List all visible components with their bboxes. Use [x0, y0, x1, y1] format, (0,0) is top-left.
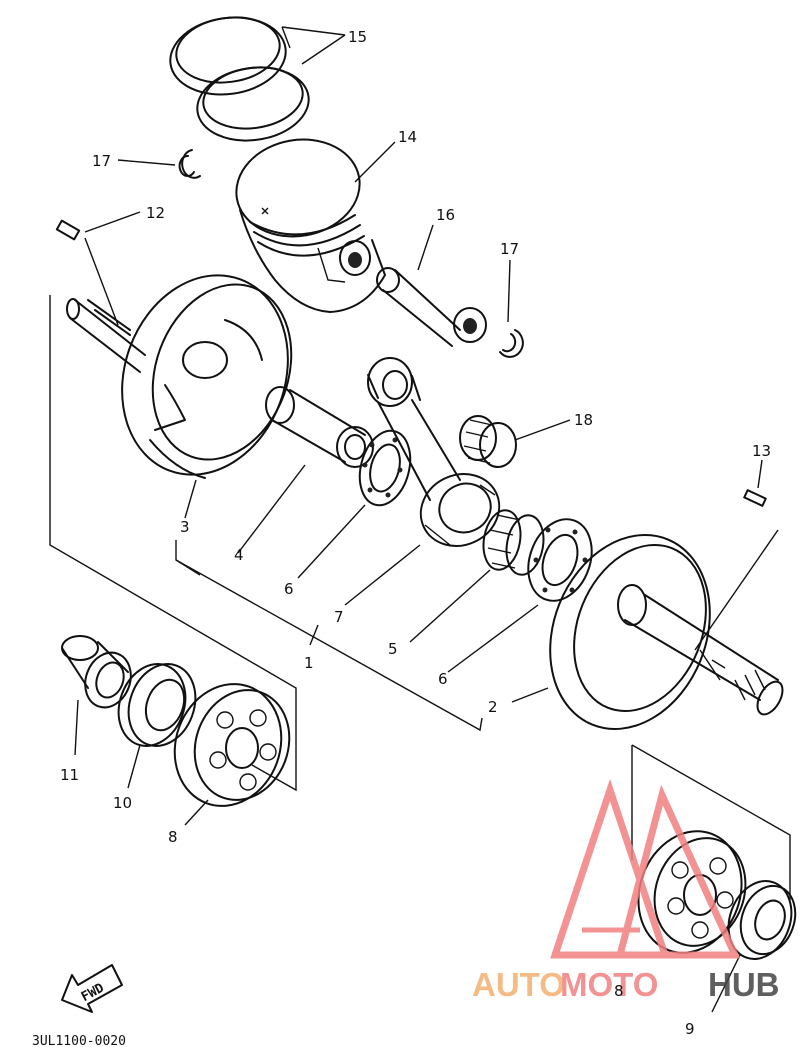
label-13: 13	[752, 442, 771, 460]
circlip-right	[499, 329, 524, 358]
crank-left	[66, 274, 293, 479]
fwd-arrow: FWD	[61, 964, 123, 1013]
diagram-code: 3UL1100-0020	[32, 1034, 126, 1047]
piston	[235, 138, 386, 313]
connecting-rod	[367, 357, 501, 547]
washer-upper	[358, 429, 412, 507]
label-15: 15	[348, 28, 367, 46]
label-9: 9	[685, 1020, 695, 1038]
piston-pin	[376, 267, 487, 347]
small-end-bearing	[459, 415, 517, 468]
label-3: 3	[180, 518, 190, 536]
part-labels: 15 17 14 12 16 17 18 13 3 4 6 7 5 1 6 2 …	[60, 28, 771, 1038]
oil-seal-right	[727, 880, 797, 960]
label-6b: 6	[438, 670, 448, 688]
watermark-logo: AUTO MOTO HUB	[472, 778, 780, 1003]
oil-seal	[117, 663, 197, 747]
bushing-lower	[61, 635, 132, 709]
watermark-text-hub: HUB	[708, 966, 780, 1003]
label-6a: 6	[284, 580, 294, 598]
watermark-text-moto: MOTO	[560, 966, 658, 1003]
key-right	[743, 489, 767, 507]
label-17a: 17	[92, 152, 111, 170]
label-14: 14	[398, 128, 417, 146]
key-left	[55, 219, 81, 241]
label-11: 11	[60, 766, 79, 784]
bearing-left	[173, 683, 291, 807]
watermark-text-auto: AUTO	[472, 966, 565, 1003]
big-end-bearing	[482, 509, 545, 576]
crank-right	[549, 534, 784, 730]
label-18: 18	[574, 411, 593, 429]
washer-lower	[527, 518, 593, 602]
leader-lines	[49, 26, 791, 1013]
label-8b: 8	[614, 982, 624, 1000]
label-7: 7	[334, 608, 344, 626]
label-4: 4	[234, 546, 244, 564]
label-17b: 17	[500, 240, 519, 258]
piston-rings	[169, 16, 310, 142]
label-1: 1	[304, 654, 314, 672]
label-5: 5	[388, 640, 398, 658]
circlip-left	[178, 149, 201, 179]
label-2: 2	[488, 698, 498, 716]
label-10: 10	[113, 794, 132, 812]
label-16: 16	[436, 206, 455, 224]
label-8a: 8	[168, 828, 178, 846]
label-12: 12	[146, 204, 165, 222]
